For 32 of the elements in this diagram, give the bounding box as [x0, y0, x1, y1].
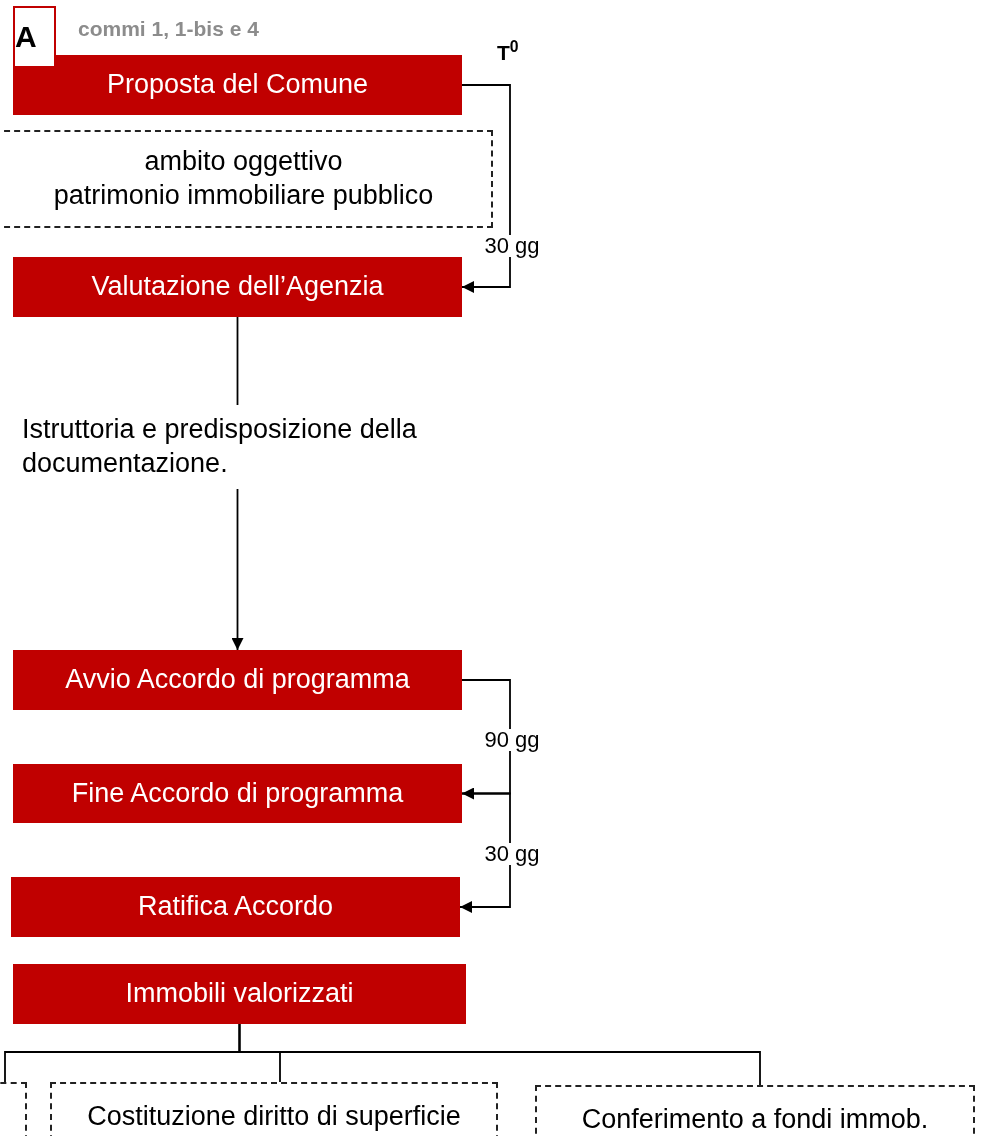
- process-box: [13, 650, 462, 710]
- note-box: [535, 1085, 975, 1136]
- time-marker: T$^{0}$: [497, 42, 519, 63]
- section-tag: [13, 6, 56, 68]
- box-label: Valutazione dell’Agenzia: [91, 270, 384, 304]
- edge-label: 30 gg: [482, 843, 542, 865]
- edge-label: 90 gg: [482, 729, 542, 751]
- arrow: [231, 488, 244, 651]
- box-label: ambito oggettivo: [144, 145, 343, 179]
- connector-line: [236, 316, 239, 406]
- note-box: [50, 1082, 498, 1136]
- box-label: Ratifica Accordo: [137, 890, 334, 924]
- process-box: [13, 257, 462, 317]
- box-label: patrimonio immobiliare pubblico: [53, 179, 434, 212]
- box-label: A: [15, 19, 37, 56]
- box-label: Costituzione diritto di superficie: [87, 1100, 461, 1134]
- process-box: [13, 764, 462, 823]
- process-box: [13, 55, 462, 115]
- box-label: Conferimento a fondi immob.: [581, 1103, 929, 1136]
- arrow: [461, 679, 511, 800]
- box-label: Immobili valorizzati: [125, 977, 354, 1011]
- process-box: [11, 877, 460, 937]
- arrow: [461, 84, 511, 293]
- box-label: Proposta del Comune: [106, 68, 369, 102]
- process-box: [13, 964, 466, 1024]
- connector-line: [238, 1023, 761, 1086]
- edge-label: 30 gg: [482, 235, 542, 257]
- step-description: Istruttoria e predisposizione della documentazione.: [22, 413, 418, 480]
- section-reference: commi 1, 1-bis e 4: [78, 18, 259, 39]
- box-label: Fine Accordo di programma: [71, 776, 404, 810]
- box-label: Avvio Accordo di programma: [65, 663, 410, 697]
- arrow: [459, 792, 511, 913]
